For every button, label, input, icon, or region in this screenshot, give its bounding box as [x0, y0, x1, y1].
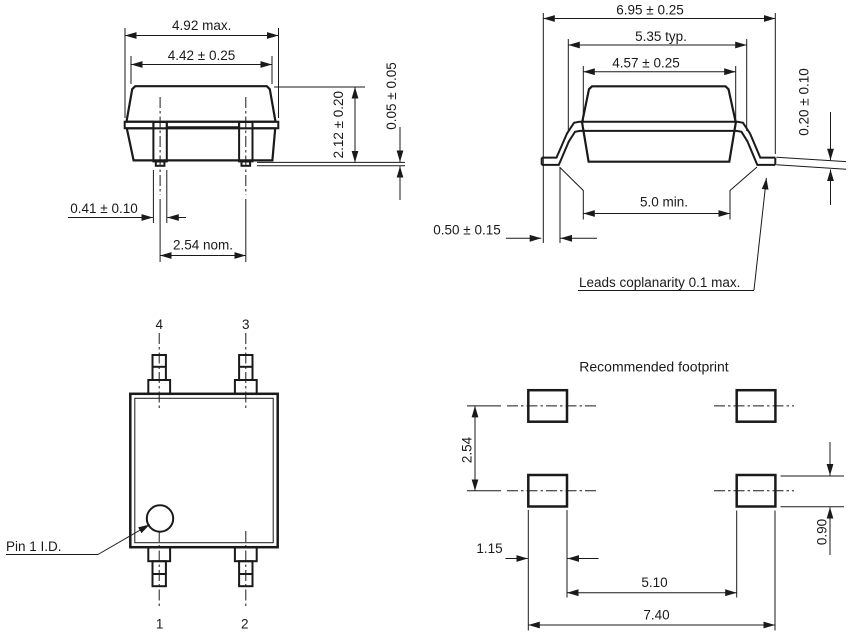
front-lead-centerlines	[159, 97, 247, 195]
dim-text-overall-length: 6.95 ± 0.25	[616, 3, 683, 18]
dim-text-lead-thickness: 0.20 ± 0.10	[797, 68, 812, 135]
front-leads	[152, 97, 254, 195]
footprint-view: Recommended footprint 2.54 1.15 5.10 7.4…	[460, 359, 844, 631]
top-view-centerlines	[158, 333, 247, 606]
pin1-id-leader-arrow	[97, 524, 150, 555]
dim-text-overall-width: 4.92 max.	[172, 18, 231, 33]
pin1-id-circle	[145, 504, 175, 533]
front-extension-lines	[124, 28, 365, 262]
dim-text-lead-pitch: 2.54 nom.	[173, 238, 233, 253]
front-seam-bar-middle	[165, 120, 241, 129]
lead-foot-tips	[540, 157, 777, 165]
side-view: 6.95 ± 0.25 5.35 typ. 4.57 ± 0.25 0.20 ±…	[433, 3, 847, 291]
lead-bottom-surface	[541, 129, 776, 166]
dim-text-bottom-clearance: 5.0 min.	[640, 195, 688, 210]
side-extension-lines	[542, 13, 847, 243]
pin-labels: 4 3 1 2	[155, 317, 249, 632]
dim-text-standoff: 0.05 ± 0.05	[384, 62, 399, 129]
top-view-leads	[147, 354, 258, 588]
front-seating-plane	[257, 161, 405, 167]
pin-number-1: 1	[156, 617, 164, 632]
coplanarity-leader-arrow	[753, 177, 769, 291]
top-view: 4 3 1 2 Pin 1 I.D.	[6, 317, 279, 632]
lead-top-surface	[541, 120, 776, 159]
pad-centerlines	[507, 405, 794, 492]
footprint-pads	[507, 388, 794, 508]
pin-number-4: 4	[155, 317, 163, 332]
dim-text-height: 2.12 ± 0.20	[331, 91, 346, 158]
dim-text-lead-span: 5.35 typ.	[635, 29, 687, 44]
dim-text-pad-pitch-y: 2.54	[460, 436, 475, 463]
dim-text-pad-gap-x: 5.10	[641, 575, 667, 590]
footprint-dimensions: 2.54 1.15 5.10 7.40 0.90	[460, 405, 844, 631]
pin1-id-label: Pin 1 I.D.	[6, 539, 62, 554]
dim-text-body-width: 4.42 ± 0.25	[168, 48, 235, 63]
dim-text-pad-width: 1.15	[476, 541, 502, 556]
side-gullwing-lead	[540, 120, 777, 166]
pin1-id-callout: Pin 1 I.D.	[6, 524, 150, 555]
footprint-title: Recommended footprint	[579, 359, 729, 375]
side-dimensions: 6.95 ± 0.25 5.35 typ. 4.57 ± 0.25 0.20 ±…	[433, 3, 847, 291]
dim-text-body-length: 4.57 ± 0.25	[612, 56, 679, 71]
coplanarity-note: Leads coplanarity 0.1 max.	[579, 275, 740, 290]
top-view-body	[129, 392, 279, 549]
footprint-extension-lines	[467, 405, 844, 631]
front-body-bottom	[125, 127, 277, 162]
front-dimensions: 4.92 max. 4.42 ± 0.25 2.12 ± 0.20 0.05 ±…	[68, 18, 404, 262]
dim-text-pad-height: 0.90	[815, 519, 830, 545]
dim-text-lead-width: 0.41 ± 0.10	[70, 201, 137, 216]
pin-number-2: 2	[241, 617, 249, 632]
dim-text-foot-length: 0.50 ± 0.15	[433, 223, 500, 238]
front-body-top	[125, 85, 277, 123]
dim-text-pad-span-x: 7.40	[643, 608, 669, 623]
side-body-outline	[580, 85, 737, 163]
front-view: 4.92 max. 4.42 ± 0.25 2.12 ± 0.20 0.05 ±…	[68, 18, 405, 262]
top-view-body-inner-line	[134, 397, 274, 544]
front-body-outline	[123, 85, 280, 162]
pin-number-3: 3	[242, 317, 250, 332]
